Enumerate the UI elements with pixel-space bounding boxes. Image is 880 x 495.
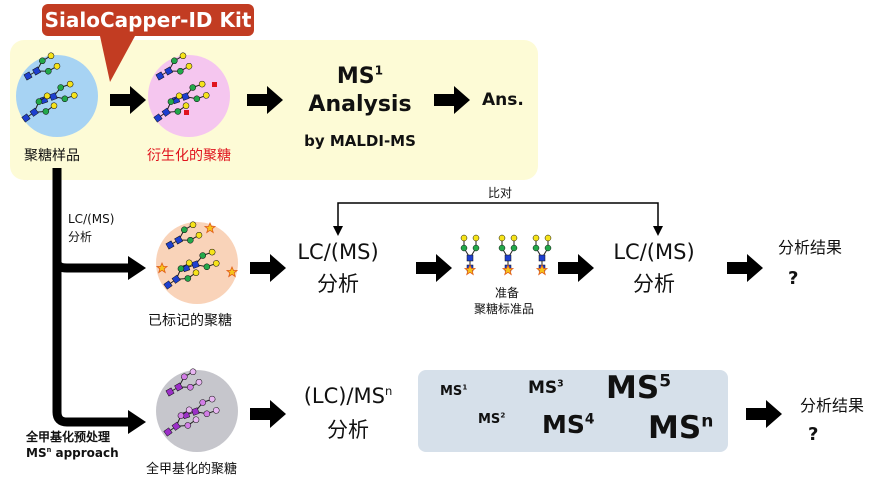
ms-level-n: MSn bbox=[648, 410, 714, 446]
ms1-title: MS1 bbox=[336, 63, 384, 89]
msn-panel bbox=[418, 370, 728, 452]
kit-callout: SialoCapper-ID Kit bbox=[42, 4, 254, 36]
standard-glycans bbox=[460, 234, 552, 275]
compare-label: 比对 bbox=[488, 186, 513, 200]
kit-workflow-panel bbox=[10, 40, 538, 180]
lcmsn-analysis: 分析 bbox=[327, 418, 369, 442]
msn-result-label: 分析结果 bbox=[800, 396, 865, 415]
msn-result-question: ? bbox=[808, 424, 819, 445]
standards-label-1: 准备 bbox=[495, 286, 520, 300]
lc-result-question: ? bbox=[788, 268, 799, 289]
lc-branch-label-2: 分析 bbox=[68, 230, 93, 244]
lc-analysis-right-1: LC/(MS) bbox=[613, 240, 695, 264]
labeled-glycan-label: 已标记的聚糖 bbox=[148, 313, 232, 329]
answer-label: Ans. bbox=[482, 90, 524, 110]
permethyl-branch-label-1: 全甲基化预处理 bbox=[26, 430, 111, 444]
ms-level-2: MS2 bbox=[478, 410, 506, 427]
standards-label-2: 聚糖标准品 bbox=[474, 302, 535, 316]
lc-analysis-left-1: LC/(MS) bbox=[297, 240, 379, 264]
ms-level-5: MS5 bbox=[606, 370, 672, 406]
permethyl-branch-label-2: MSn approach bbox=[26, 446, 119, 460]
permethylated-glycan-label: 全甲基化的聚糖 bbox=[146, 462, 238, 477]
lc-branch-label-1: LC/(MS) bbox=[68, 212, 115, 226]
derivatized-glycan-label: 衍生化的聚糖 bbox=[147, 148, 231, 164]
ms-level-3: MS3 bbox=[528, 378, 564, 398]
lcmsn-title: (LC)/MSn bbox=[303, 384, 393, 408]
glycan-sample-label: 聚糖样品 bbox=[24, 148, 80, 164]
lc-analysis-right-2: 分析 bbox=[633, 272, 675, 296]
ms-level-4: MS4 bbox=[542, 410, 595, 439]
ms-level-1: MS1 bbox=[440, 382, 468, 399]
ms1-analysis: Analysis bbox=[308, 92, 412, 117]
ms1-method: by MALDI-MS bbox=[304, 132, 416, 150]
lc-analysis-left-2: 分析 bbox=[317, 272, 359, 296]
lc-result-label: 分析结果 bbox=[778, 238, 843, 257]
